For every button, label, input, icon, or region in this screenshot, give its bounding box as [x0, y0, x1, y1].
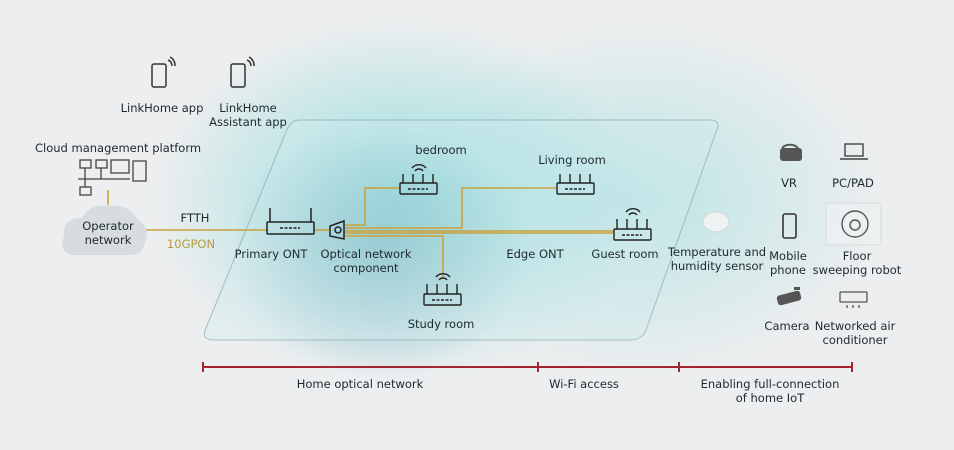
sensor-icon	[702, 211, 730, 233]
phone-icon	[151, 56, 176, 88]
camera-icon	[776, 287, 802, 306]
air-conditioner-icon	[839, 291, 868, 308]
vr-icon	[780, 143, 802, 161]
camera-label: Camera	[764, 319, 810, 333]
mobile-phone-icon	[782, 213, 797, 239]
operator-label-1: Operator	[82, 219, 134, 233]
ac-label-1: Networked air	[814, 319, 896, 333]
cloud-icon	[62, 205, 147, 256]
robot-icon	[841, 210, 869, 238]
assistant-app-label-2: Assistant app	[209, 115, 287, 129]
living-room-label: Living room	[538, 153, 606, 167]
temp-label-1: Temperature and	[667, 245, 767, 259]
router-icon	[556, 174, 595, 195]
timeline-iot-label-1: Enabling full-connection	[700, 377, 840, 391]
temp-label-2: humidity sensor	[670, 259, 764, 273]
cloud-platform-label: Cloud management platform	[35, 141, 202, 155]
router-icon	[423, 273, 462, 306]
computers-icon	[78, 159, 147, 196]
linkhome-app-label: LinkHome app	[120, 101, 204, 115]
timeline-home-label: Home optical network	[296, 377, 424, 391]
mobile-label-1: Mobile	[769, 249, 807, 263]
robot-label-2: sweeping robot	[812, 263, 902, 277]
guest-room-label: Guest room	[591, 247, 659, 261]
optical-label-2: component	[333, 261, 399, 275]
assistant-app-label-1: LinkHome	[219, 101, 277, 115]
ac-label-2: conditioner	[822, 333, 888, 347]
router-icon	[399, 164, 438, 195]
study-room-label: Study room	[407, 317, 475, 331]
laptop-icon	[840, 143, 868, 160]
optical-component-icon	[329, 219, 345, 240]
optical-label-1: Optical network	[320, 247, 412, 261]
timeline-iot-label-2: of home IoT	[735, 391, 805, 405]
pc-label: PC/PAD	[832, 176, 874, 190]
ftth-label: FTTH	[180, 211, 210, 225]
fiber-lines	[107, 187, 614, 277]
edge-ont-label: Edge ONT	[506, 247, 564, 261]
primary-ont-label: Primary ONT	[234, 247, 308, 261]
timeline	[202, 362, 853, 372]
mobile-label-2: phone	[770, 263, 806, 277]
gpon-label: 10GPON	[166, 237, 216, 251]
router-icon	[266, 208, 315, 235]
robot-label-1: Floor	[842, 249, 872, 263]
router-icon	[613, 208, 652, 241]
bedroom-label: bedroom	[415, 143, 467, 157]
operator-label-2: network	[84, 233, 132, 247]
phone-icon	[230, 56, 255, 88]
timeline-wifi-label: Wi-Fi access	[549, 377, 619, 391]
vr-label: VR	[781, 176, 797, 190]
